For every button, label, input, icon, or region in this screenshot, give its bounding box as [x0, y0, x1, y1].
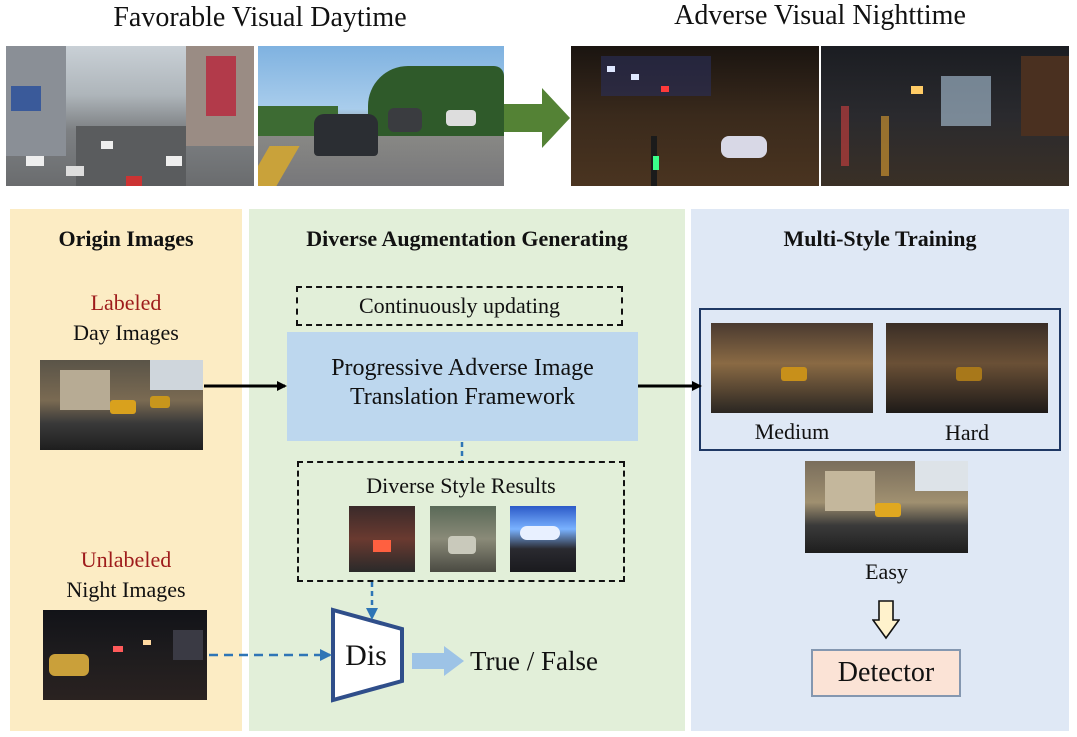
day-images-label: Day Images: [73, 320, 179, 345]
medium-hard-group: [699, 308, 1061, 451]
day-highway-photo: [258, 46, 504, 186]
continuously-updating-box: Continuously updating: [296, 286, 623, 326]
continuously-updating-label: Continuously updating: [358, 293, 561, 318]
framework-line-1: Progressive Adverse Image: [331, 355, 594, 381]
dis-to-output-arrow: [412, 646, 464, 676]
augmentation-panel: [249, 209, 685, 731]
augmentation-title: Diverse Augmentation Generating: [306, 226, 628, 251]
daytime-heading: Favorable Visual Daytime: [113, 2, 407, 33]
medium-label: Medium: [754, 419, 830, 444]
unlabeled-night-photo: [43, 610, 207, 700]
framework-line-2: Translation Framework: [349, 384, 576, 410]
detector-label: Detector: [837, 657, 935, 688]
true-false-label: True / False: [470, 646, 599, 676]
style-result-photo-3: [510, 506, 576, 572]
night-rainy-street-photo: [821, 46, 1069, 186]
night-images-label: Night Images: [66, 577, 186, 602]
medium-style-photo: [711, 323, 873, 413]
day-city-street-photo: [6, 46, 254, 186]
discriminator-label: Dis: [345, 639, 387, 672]
night-intersection-photo: [571, 46, 819, 186]
origin-title: Origin Images: [58, 226, 194, 251]
discriminator-shape-icon: [331, 607, 404, 703]
labeled-label: Labeled: [90, 290, 162, 315]
transition-arrow-icon: [504, 88, 570, 148]
hard-style-photo: [886, 323, 1048, 413]
diverse-style-results-label: Diverse Style Results: [366, 473, 556, 498]
nighttime-heading: Adverse Visual Nighttime: [674, 0, 966, 31]
translation-framework-box: Progressive Adverse Image Translation Fr…: [287, 332, 638, 441]
detector-box: Detector: [811, 649, 961, 697]
diverse-style-results-box: Diverse Style Results: [297, 461, 625, 582]
labeled-day-photo: [40, 360, 203, 450]
training-title: Multi-Style Training: [783, 226, 977, 251]
unlabeled-label: Unlabeled: [80, 547, 172, 572]
discriminator-block: Dis: [330, 607, 414, 703]
hard-label: Hard: [945, 420, 989, 445]
easy-style-photo: [805, 461, 968, 553]
style-result-photo-2: [430, 506, 496, 572]
down-arrow-icon: [872, 600, 900, 640]
style-result-photo-1: [349, 506, 415, 572]
easy-label: Easy: [865, 559, 908, 584]
